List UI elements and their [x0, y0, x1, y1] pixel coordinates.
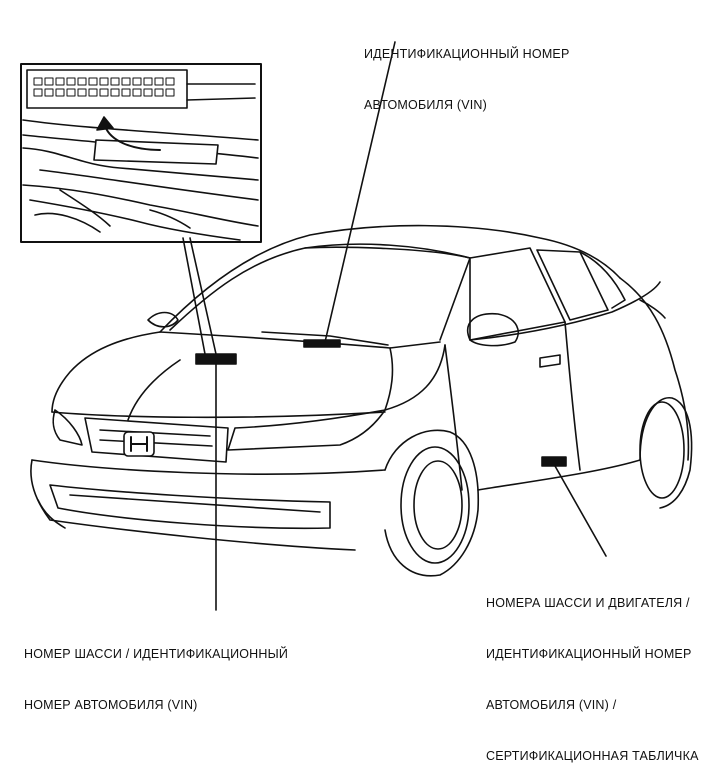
windshield-vin-plate	[303, 339, 341, 348]
vin-windshield-label-line1: ИДЕНТИФИКАЦИОННЫЙ НОМЕР	[364, 47, 570, 61]
inset-detail-view	[20, 63, 262, 243]
door-plate-label: НОМЕРА ШАССИ И ДВИГАТЕЛЯ / ИДЕНТИФИКАЦИО…	[486, 561, 699, 782]
door-certification-plate	[541, 456, 567, 467]
car-vin-location-diagram	[20, 41, 693, 611]
vin-windshield-label: ИДЕНТИФИКАЦИОННЫЙ НОМЕР АВТОМОБИЛЯ (VIN)	[364, 12, 570, 131]
door-plate-label-line4: СЕРТИФИКАЦИОННАЯ ТАБЛИЧКА	[486, 749, 699, 763]
car-body	[30, 224, 693, 577]
leader-lines	[182, 41, 607, 611]
vin-windshield-label-line2: АВТОМОБИЛЯ (VIN)	[364, 98, 488, 112]
door-plate-label-line1: НОМЕРА ШАССИ И ДВИГАТЕЛЯ /	[486, 596, 690, 610]
vin-plate-markers	[195, 339, 567, 467]
hood-vin-plate	[195, 353, 237, 365]
door-plate-label-line2: ИДЕНТИФИКАЦИОННЫЙ НОМЕР	[486, 647, 692, 661]
chassis-hood-label-line2: НОМЕР АВТОМОБИЛЯ (VIN)	[24, 698, 198, 712]
chassis-hood-label-line1: НОМЕР ШАССИ / ИДЕНТИФИКАЦИОННЫЙ	[24, 647, 289, 661]
chassis-hood-label: НОМЕР ШАССИ / ИДЕНТИФИКАЦИОННЫЙ НОМЕР АВ…	[24, 612, 288, 731]
door-plate-label-line3: АВТОМОБИЛЯ (VIN) /	[486, 698, 617, 712]
